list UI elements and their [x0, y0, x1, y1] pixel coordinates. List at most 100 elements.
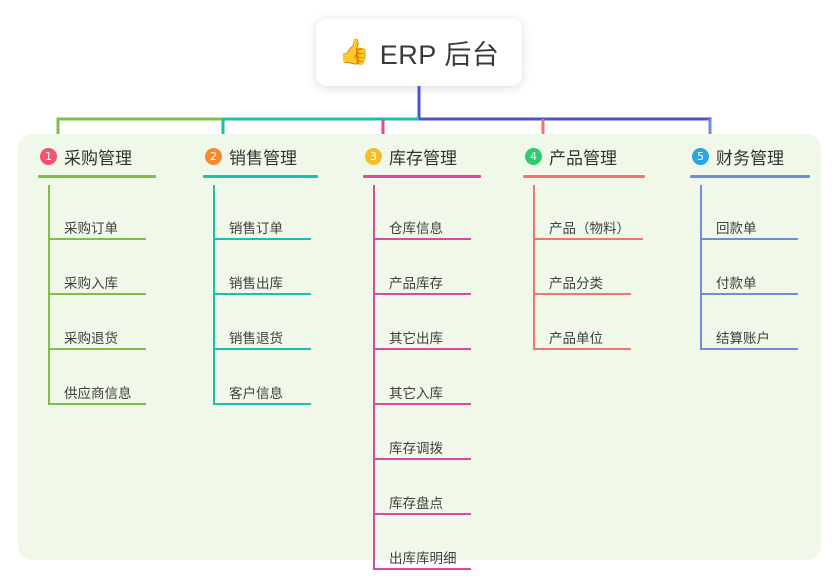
- branch-badge-5: 5: [692, 148, 709, 165]
- branch-item-underline: [373, 403, 471, 405]
- branch-item-underline: [373, 348, 471, 350]
- branch-title-4: 产品管理: [549, 149, 617, 168]
- root-node[interactable]: 👍 ERP 后台: [316, 18, 522, 86]
- branch-item-list-4: 产品（物料） 产品分类产品单位: [523, 185, 688, 350]
- branch-item-label: 结算账户: [716, 330, 770, 346]
- branch-item[interactable]: 仓库信息: [373, 185, 528, 240]
- branch-item[interactable]: 客户信息: [213, 350, 368, 405]
- branch-underline-3: [363, 175, 481, 178]
- branch-column-1: 1 采购管理采购订单采购入库采购退货供应商信息: [38, 134, 203, 405]
- branch-item-label: 产品（物料）: [549, 220, 630, 236]
- branch-item-label: 产品库存: [389, 275, 443, 291]
- branch-item[interactable]: 其它入库: [373, 350, 528, 405]
- branch-item-label: 采购入库: [64, 275, 118, 291]
- branch-spine-4: [533, 185, 535, 350]
- branch-item-underline: [533, 293, 631, 295]
- branch-header-row: 4 产品管理: [523, 144, 688, 169]
- branch-item-underline: [700, 348, 798, 350]
- branch-item-underline: [213, 293, 311, 295]
- branch-item[interactable]: 销售退货: [213, 295, 368, 350]
- branch-item-label: 其它入库: [389, 385, 443, 401]
- branch-title-5: 财务管理: [716, 149, 784, 168]
- branch-item-label: 采购订单: [64, 220, 118, 236]
- branch-header-4[interactable]: 4 产品管理: [523, 134, 688, 185]
- branch-item-underline: [48, 403, 146, 405]
- branch-spine-2: [213, 185, 215, 405]
- branch-item-label: 产品分类: [549, 275, 603, 291]
- branch-item[interactable]: 结算账户: [700, 295, 839, 350]
- branch-item[interactable]: 付款单: [700, 240, 839, 295]
- branch-item-underline: [48, 348, 146, 350]
- branches-panel: [18, 134, 821, 560]
- branch-item[interactable]: 采购订单: [48, 185, 203, 240]
- branch-badge-4: 4: [525, 148, 542, 165]
- branch-item-label: 出库库明细: [389, 550, 457, 566]
- branch-item-label: 销售退货: [229, 330, 283, 346]
- branch-item[interactable]: 销售订单: [213, 185, 368, 240]
- branch-header-1[interactable]: 1 采购管理: [38, 134, 203, 185]
- branch-item-label: 销售出库: [229, 275, 283, 291]
- branch-item-list-1: 采购订单采购入库采购退货供应商信息: [38, 185, 203, 405]
- branch-item-label: 采购退货: [64, 330, 118, 346]
- branch-title-1: 采购管理: [64, 149, 132, 168]
- branch-item-label: 客户信息: [229, 385, 283, 401]
- branch-item-label: 付款单: [716, 275, 757, 291]
- branch-item-underline: [373, 238, 471, 240]
- branch-item-list-2: 销售订单销售出库销售退货客户信息: [203, 185, 368, 405]
- branch-item-underline: [373, 568, 471, 570]
- root-title: ERP 后台: [379, 39, 500, 70]
- branch-item[interactable]: 产品分类: [533, 240, 688, 295]
- branch-item[interactable]: 回款单: [700, 185, 839, 240]
- branch-item[interactable]: 库存盘点: [373, 460, 528, 515]
- branch-item-underline: [700, 238, 798, 240]
- branch-item[interactable]: 库存调拨: [373, 405, 528, 460]
- branch-badge-2: 2: [205, 148, 222, 165]
- branch-item-list-3: 仓库信息产品库存其它出库其它入库库存调拨库存盘点出库库明细: [363, 185, 528, 570]
- branch-item[interactable]: 销售出库: [213, 240, 368, 295]
- branch-item[interactable]: 采购退货: [48, 295, 203, 350]
- branch-header-row: 5 财务管理: [690, 144, 839, 169]
- branch-item-underline: [373, 458, 471, 460]
- branch-column-4: 4 产品管理产品（物料） 产品分类产品单位: [523, 134, 688, 350]
- branch-item[interactable]: 供应商信息: [48, 350, 203, 405]
- branch-underline-1: [38, 175, 156, 178]
- branch-header-5[interactable]: 5 财务管理: [690, 134, 839, 185]
- branch-item[interactable]: 出库库明细: [373, 515, 528, 570]
- branch-item-underline: [213, 403, 311, 405]
- branch-item-underline: [48, 293, 146, 295]
- branch-item[interactable]: 产品库存: [373, 240, 528, 295]
- branch-item-underline: [213, 238, 311, 240]
- branch-item-label: 库存调拨: [389, 440, 443, 456]
- branch-item-underline: [213, 348, 311, 350]
- branch-item-label: 回款单: [716, 220, 757, 236]
- branch-item-label: 库存盘点: [389, 495, 443, 511]
- branch-item[interactable]: 其它出库: [373, 295, 528, 350]
- branch-item-underline: [533, 238, 643, 240]
- thumbs-up-icon: 👍: [338, 37, 370, 66]
- branch-underline-4: [523, 175, 645, 178]
- branch-underline-5: [690, 175, 810, 178]
- branch-item[interactable]: 采购入库: [48, 240, 203, 295]
- branch-spine-1: [48, 185, 50, 405]
- branch-item[interactable]: 产品单位: [533, 295, 688, 350]
- branch-header-row: 1 采购管理: [38, 144, 203, 169]
- branch-badge-3: 3: [365, 148, 382, 165]
- branch-item-underline: [48, 238, 146, 240]
- branch-item[interactable]: 产品（物料）: [533, 185, 688, 240]
- branch-item-label: 供应商信息: [64, 385, 132, 401]
- branch-item-underline: [373, 293, 471, 295]
- branch-item-underline: [373, 513, 471, 515]
- branch-item-label: 其它出库: [389, 330, 443, 346]
- branch-item-label: 仓库信息: [389, 220, 443, 236]
- branch-spine-3: [373, 185, 375, 570]
- branch-item-list-5: 回款单付款单结算账户: [690, 185, 839, 350]
- branch-badge-1: 1: [40, 148, 57, 165]
